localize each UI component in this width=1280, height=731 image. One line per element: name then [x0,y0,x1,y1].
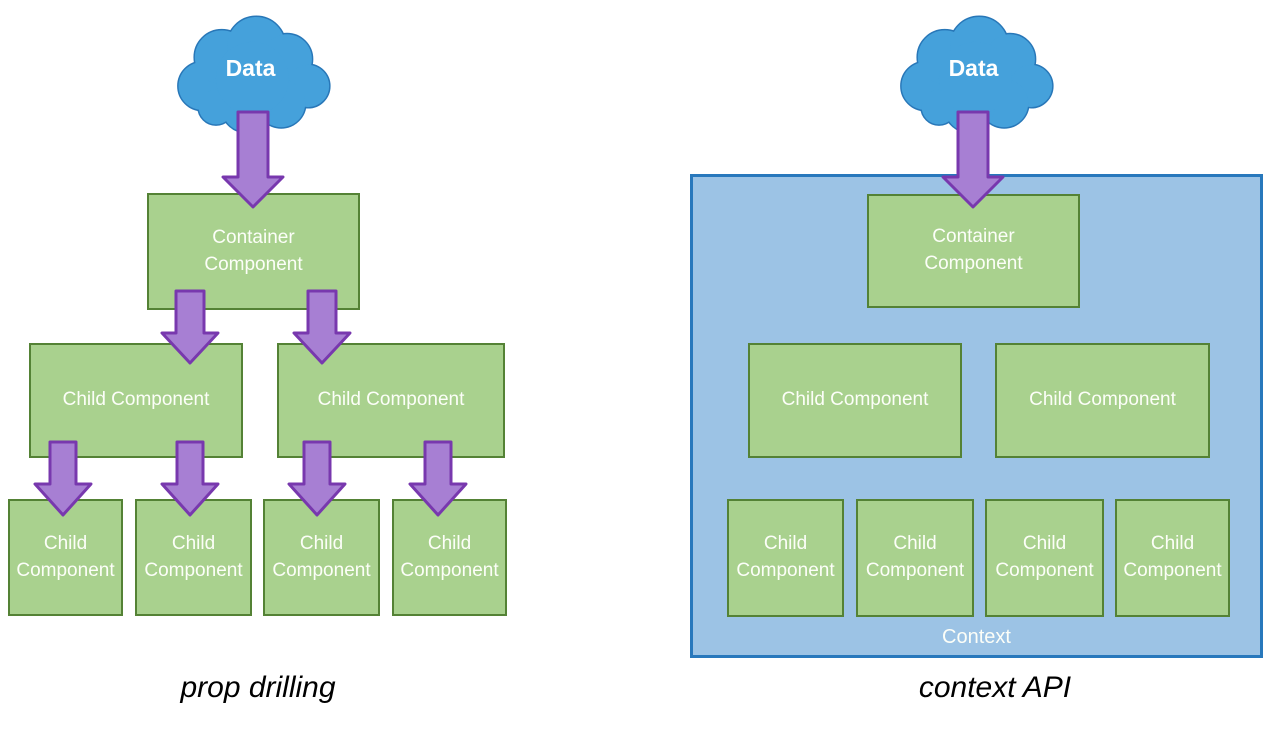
caption-prop-drilling: prop drilling [180,671,336,704]
container-component-box-left: Container Component [147,193,360,310]
box-label: Child Component [400,532,499,581]
child-component-box-bottom-1: Child Component [8,499,123,616]
cloud-label: Data [225,55,276,81]
box-label: Child Component [1123,533,1222,581]
data-cloud-right: Data [891,13,1056,136]
child-component-box-bottom-right-4: Child Component [1115,499,1230,617]
caption-context-api: context API [918,671,1072,704]
box-label: Child Component [1029,389,1176,411]
context-label: Context [942,626,1011,648]
child-component-box-bottom-right-2: Child Component [856,499,974,617]
cloud-icon [177,15,331,134]
cloud-icon [900,15,1054,134]
container-component-box-right: Container Component [867,194,1080,308]
child-component-box-bottom-right-3: Child Component [985,499,1104,617]
box-label: Child Component [16,532,115,581]
child-component-box-mid-1: Child Component [29,343,243,458]
child-component-box-bottom-3: Child Component [263,499,380,616]
box-label: Child Component [317,389,465,411]
cloud-label: Data [948,55,999,81]
box-label: Child Component [995,533,1094,581]
data-cloud-left: Data [168,13,333,136]
box-label: Child Component [781,389,929,411]
box-label: Child Component [144,532,243,581]
child-component-box-mid-right-2: Child Component [995,343,1210,458]
box-label: Container Component [204,226,303,275]
child-component-box-mid-right-1: Child Component [748,343,962,458]
box-label: Child Component [62,389,210,411]
child-component-box-bottom-2: Child Component [135,499,252,616]
box-label: Child Component [865,533,965,581]
box-label: Container Component [924,226,1023,274]
child-component-box-bottom-right-1: Child Component [727,499,844,617]
child-component-box-mid-2: Child Component [277,343,505,458]
child-component-box-bottom-4: Child Component [392,499,507,616]
box-label: Child Component [736,533,835,581]
box-label: Child Component [272,532,371,581]
